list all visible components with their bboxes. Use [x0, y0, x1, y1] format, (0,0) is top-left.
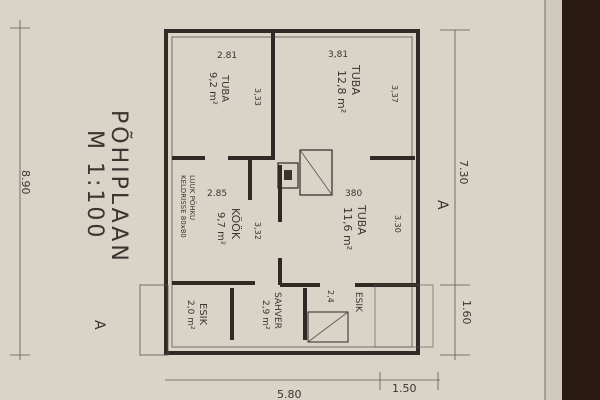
dark-background	[562, 0, 600, 400]
room-width: 2.81	[217, 51, 237, 61]
room-esik-2: ESIK 2,4	[326, 290, 363, 313]
room-sahver: SAHVER 2,9 m²	[260, 292, 282, 330]
section-marker-right: A	[434, 200, 450, 210]
room-esik-1: ESIK 2,0 m²	[185, 300, 208, 330]
dim-bottom: 5.80	[277, 388, 302, 400]
room-area: 12,8 m²	[335, 70, 348, 113]
room-depth: 3.30	[393, 215, 402, 233]
section-marker-left: A	[91, 320, 107, 330]
stairs	[307, 311, 349, 343]
dimension-lines	[10, 20, 470, 390]
room-width: 380	[345, 189, 362, 199]
room-name: TUBA	[355, 204, 368, 235]
room-name: SAHVER	[272, 292, 282, 329]
room-depth: 2,4	[326, 290, 335, 303]
dim-right-upper: 7.30	[457, 160, 470, 185]
dim-right-lower: 1.60	[460, 300, 473, 325]
room-depth: 3,37	[390, 85, 399, 103]
room-area: 11,6 m²	[341, 207, 354, 250]
room-width: 3,81	[328, 50, 348, 60]
room-name: ESIK	[197, 303, 208, 326]
room-area: 9,7 m²	[215, 212, 226, 245]
room-name: TUBA	[219, 74, 230, 102]
dim-height: 8.90	[19, 170, 32, 195]
room-tuba-1: 2.81 TUBA 9,2 m² 3,33	[207, 51, 262, 106]
room-depth: 3,32	[253, 222, 262, 240]
chimney	[277, 149, 333, 196]
room-tuba-3: 380 TUBA 11,6 m² 3.30	[341, 189, 402, 250]
room-depth: 3,33	[253, 88, 262, 106]
room-name: ESIK	[353, 292, 363, 313]
cellar-hatch-note: LUUK PÕHKU	[188, 175, 197, 220]
dim-bottom-right: 1.50	[392, 382, 417, 395]
room-kook: 2.85 KÖÖK 9,7 m² 3,32 LUUK PÕHKU KELDRIS…	[179, 175, 262, 245]
room-width: 2.85	[207, 189, 227, 199]
room-name: TUBA	[349, 64, 362, 95]
room-area: 9,2 m²	[207, 72, 218, 105]
room-tuba-2: 3,81 TUBA 12,8 m² 3,37	[328, 50, 399, 113]
room-name: KÖÖK	[229, 208, 242, 240]
plan-title: PÕHIPLAAN	[106, 110, 133, 264]
room-area: 2,0 m²	[185, 300, 195, 330]
room-area: 2,9 m²	[260, 300, 270, 330]
cellar-hatch-note: KELDRISSE 80x80	[179, 175, 187, 238]
paper-edge	[545, 0, 563, 400]
plan-scale: M 1:100	[82, 130, 107, 240]
walls	[139, 29, 434, 356]
